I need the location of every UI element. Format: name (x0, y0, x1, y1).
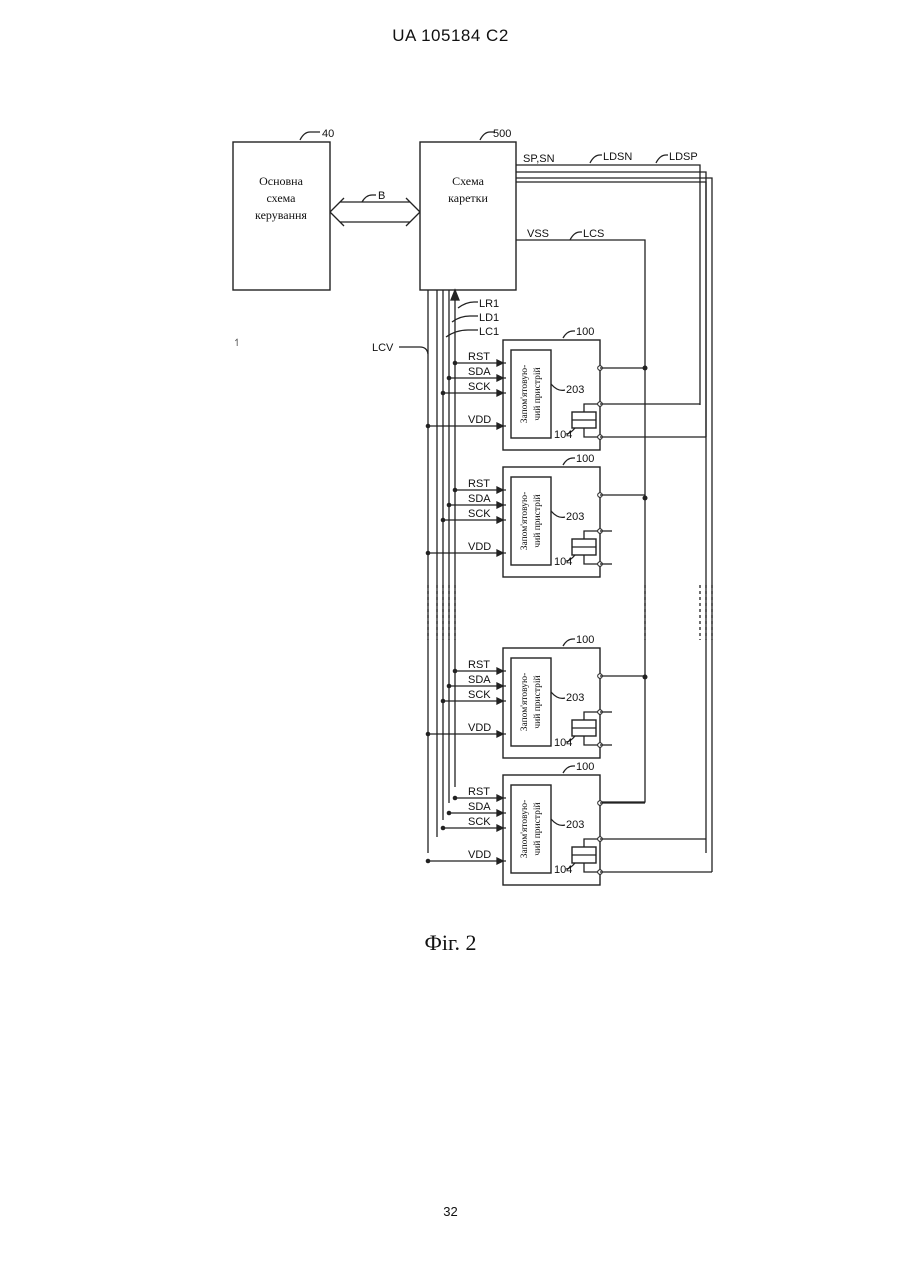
bus-label: B (378, 190, 385, 202)
sensor-ref-1: 104 (554, 429, 572, 441)
pin-sda-4: SDA (468, 801, 491, 813)
carriage-line1: Схема (452, 174, 485, 188)
device-ref-4: 100 (576, 761, 594, 773)
pin-sck-1: SCK (468, 381, 491, 393)
pin-vdd-4: VDD (468, 849, 491, 861)
memory-label-a-4: Запом'ятовую- (520, 800, 530, 859)
memory-label-b-2: чий пристрій (532, 494, 543, 547)
pin-rst-2: RST (468, 478, 490, 490)
pin-sda-1: SDA (468, 366, 491, 378)
pin-vdd-1: VDD (468, 414, 491, 426)
carriage-line2: каретки (448, 191, 488, 205)
sensor-ref-3: 104 (554, 737, 572, 749)
pin-sck-2: SCK (468, 508, 491, 520)
pin-sda-3: SDA (468, 674, 491, 686)
memory-label-a-3: Запом'ятовую- (520, 673, 530, 732)
main-control-line2: схема (266, 191, 296, 205)
sensor-ref-2: 104 (554, 556, 572, 568)
memory-label-b-4: чий пристрій (532, 802, 543, 855)
label-lc1: LC1 (479, 326, 499, 338)
carriage-ref: 500 (493, 128, 511, 140)
main-control-line3: керування (255, 208, 307, 222)
device-ref-1: 100 (576, 326, 594, 338)
pin-vdd-2: VDD (468, 541, 491, 553)
device-ref-2: 100 (576, 453, 594, 465)
memory-box-2 (511, 477, 551, 565)
page-number: 32 (0, 1204, 901, 1219)
memory-box-4 (511, 785, 551, 873)
memory-box-1 (511, 350, 551, 438)
figure-caption: Фіг. 2 (0, 930, 901, 956)
pin-vdd-3: VDD (468, 722, 491, 734)
memory-ref-3: 203 (566, 692, 584, 704)
carriage-block (420, 142, 516, 290)
memory-label-a-2: Запом'ятовую- (520, 492, 530, 551)
main-control-line1: Основна (259, 174, 304, 188)
device-ref-3: 100 (576, 634, 594, 646)
label-ldsn: LDSN (603, 151, 632, 163)
pin-sck-4: SCK (468, 816, 491, 828)
memory-label-b-3: чий пристрій (532, 675, 543, 728)
memory-label-a-1: Запом'ятовую- (520, 365, 530, 424)
memory-ref-4: 203 (566, 819, 584, 831)
label-ld1: LD1 (479, 312, 499, 324)
memory-ref-2: 203 (566, 511, 584, 523)
label-lcs: LCS (583, 228, 604, 240)
memory-box-3 (511, 658, 551, 746)
pin-rst-4: RST (468, 786, 490, 798)
pin-sda-2: SDA (468, 493, 491, 505)
label-lr1: LR1 (479, 298, 499, 310)
memory-ref-1: 203 (566, 384, 584, 396)
pin-rst-1: RST (468, 351, 490, 363)
label-sp-sn: SP,SN (523, 153, 555, 165)
pin-sck-3: SCK (468, 689, 491, 701)
sensor-ref-4: 104 (554, 864, 572, 876)
label-vss: VSS (527, 228, 549, 240)
label-lcv: LCV (372, 342, 394, 354)
label-ldsp: LDSP (669, 151, 698, 163)
memory-label-b-1: чий пристрій (532, 367, 543, 420)
main-control-ref: 40 (322, 128, 334, 140)
pin-rst-3: RST (468, 659, 490, 671)
